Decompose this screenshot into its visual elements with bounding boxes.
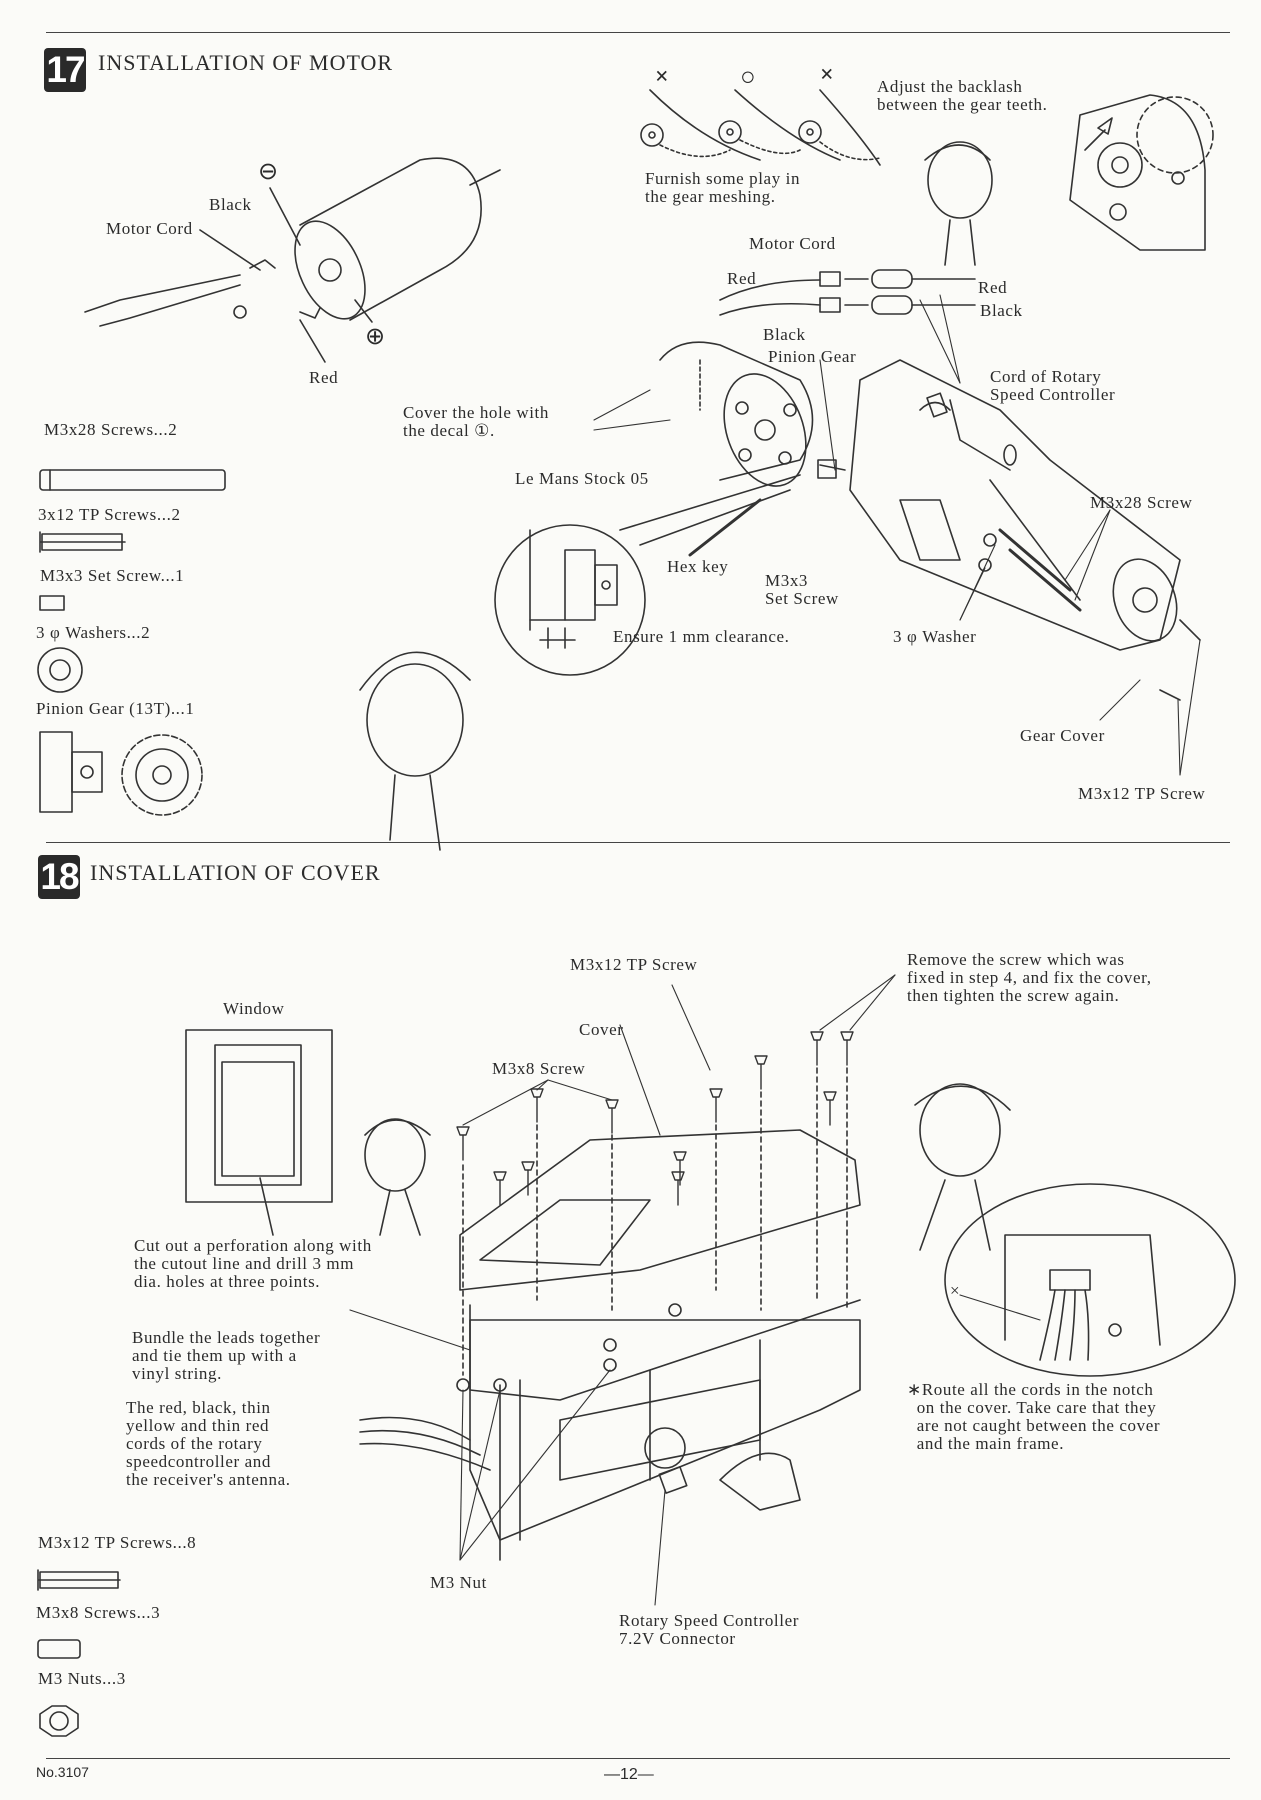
section-divider <box>46 842 1230 843</box>
motor-drawing <box>84 157 501 363</box>
step-17-title: INSTALLATION OF MOTOR <box>98 50 394 75</box>
document-number: No.3107 <box>36 1764 89 1780</box>
part-m3x28-screws: M3x28 Screws...2 <box>44 420 178 439</box>
minus-terminal: ⊖ <box>258 159 279 185</box>
washer-label: 3 φ Washer <box>893 627 977 646</box>
window-label: Window <box>223 999 285 1018</box>
route-cords-note: ∗Route all the cords in the notch on the… <box>907 1380 1161 1453</box>
remove-screw-note: Remove the screw which was fixed in step… <box>907 950 1152 1005</box>
m3-nut-label: M3 Nut <box>430 1573 487 1592</box>
pinion-gear-label: Pinion Gear <box>768 347 857 366</box>
top-rule <box>46 32 1230 33</box>
hex-key-label: Hex key <box>667 557 729 576</box>
part-m3x12-tp-screws: M3x12 TP Screws...8 <box>38 1533 197 1552</box>
window-drawing <box>185 1029 333 1236</box>
m3x12-tp-screw-label: M3x12 TP Screw <box>1078 784 1206 803</box>
red-wire-label-right: Red <box>978 278 1008 297</box>
part-m3x3-set-screw: M3x3 Set Screw...1 <box>40 566 185 585</box>
gear-mesh-drawings <box>640 89 881 166</box>
red-wire-label-left: Red <box>309 368 339 387</box>
motor-cord-label-right: Motor Cord <box>749 234 836 253</box>
bundle-note: Bundle the leads together and tie them u… <box>132 1328 321 1383</box>
rotary-connector-label: Rotary Speed Controller 7.2V Connector <box>619 1611 799 1648</box>
motor-assembly-drawing <box>659 269 1201 701</box>
m3x8-screw-label: M3x8 Screw <box>492 1059 586 1078</box>
cord-rotary-label: Cord of Rotary Speed Controller <box>990 367 1116 404</box>
part-m3x8-screws: M3x8 Screws...3 <box>36 1603 161 1622</box>
furnish-play-note: Furnish some play in the gear meshing. <box>645 169 801 206</box>
adjust-backlash-note: Adjust the backlash between the gear tee… <box>877 77 1048 114</box>
clearance-note: Ensure 1 mm clearance. <box>613 627 790 646</box>
gear-cover-label: Gear Cover <box>1020 726 1105 745</box>
m3x3-set-screw-label: M3x3 Set Screw <box>765 571 839 608</box>
cords-note: The red, black, thin yellow and thin red… <box>126 1398 291 1489</box>
black-wire-label: Black <box>209 195 252 214</box>
gear-mark-bad-1: × <box>655 64 670 90</box>
part-washers: 3 φ Washers...2 <box>36 623 151 642</box>
m3x28-screw-label: M3x28 Screw <box>1090 493 1193 512</box>
plus-terminal: ⊕ <box>365 324 386 350</box>
m3x12-tp-screw-label-18: M3x12 TP Screw <box>570 955 698 974</box>
cutout-note: Cut out a perforation along with the cut… <box>134 1236 372 1291</box>
bottom-rule <box>46 1758 1230 1759</box>
le-mans-stock-label: Le Mans Stock 05 <box>515 469 649 488</box>
clearance-detail-drawing <box>494 474 801 676</box>
cover-label: Cover <box>579 1020 624 1039</box>
part-pinion-gear: Pinion Gear (13T)...1 <box>36 699 195 718</box>
cover-hole-note: Cover the hole with the decal ①. <box>403 403 549 440</box>
motor-cord-label-left: Motor Cord <box>106 219 193 238</box>
page-number: —12— <box>604 1766 654 1783</box>
black-wire-label-mid: Black <box>763 325 806 344</box>
part-m3-nuts: M3 Nuts...3 <box>38 1669 126 1688</box>
part-3x12-tp-screws: 3x12 TP Screws...2 <box>38 505 181 524</box>
gear-plate-drawing <box>1069 94 1214 251</box>
gear-mark-bad-2: × <box>820 62 835 88</box>
gear-mark-good: ○ <box>740 62 757 91</box>
parts-drawings-17 <box>37 469 226 816</box>
cover-assembly-drawing <box>359 1031 861 1561</box>
red-wire-label-mid: Red <box>727 269 757 288</box>
notch-detail-drawing <box>944 1183 1236 1377</box>
parts-drawings-18 <box>37 1569 121 1737</box>
black-wire-label-right: Black <box>980 301 1023 320</box>
step-18-number: 18 <box>38 855 80 899</box>
leader-lines <box>349 294 1201 1606</box>
step-17-number: 17 <box>44 48 86 92</box>
step-18-title: INSTALLATION OF COVER <box>90 860 381 885</box>
notch-x-mark: × <box>950 1281 961 1300</box>
